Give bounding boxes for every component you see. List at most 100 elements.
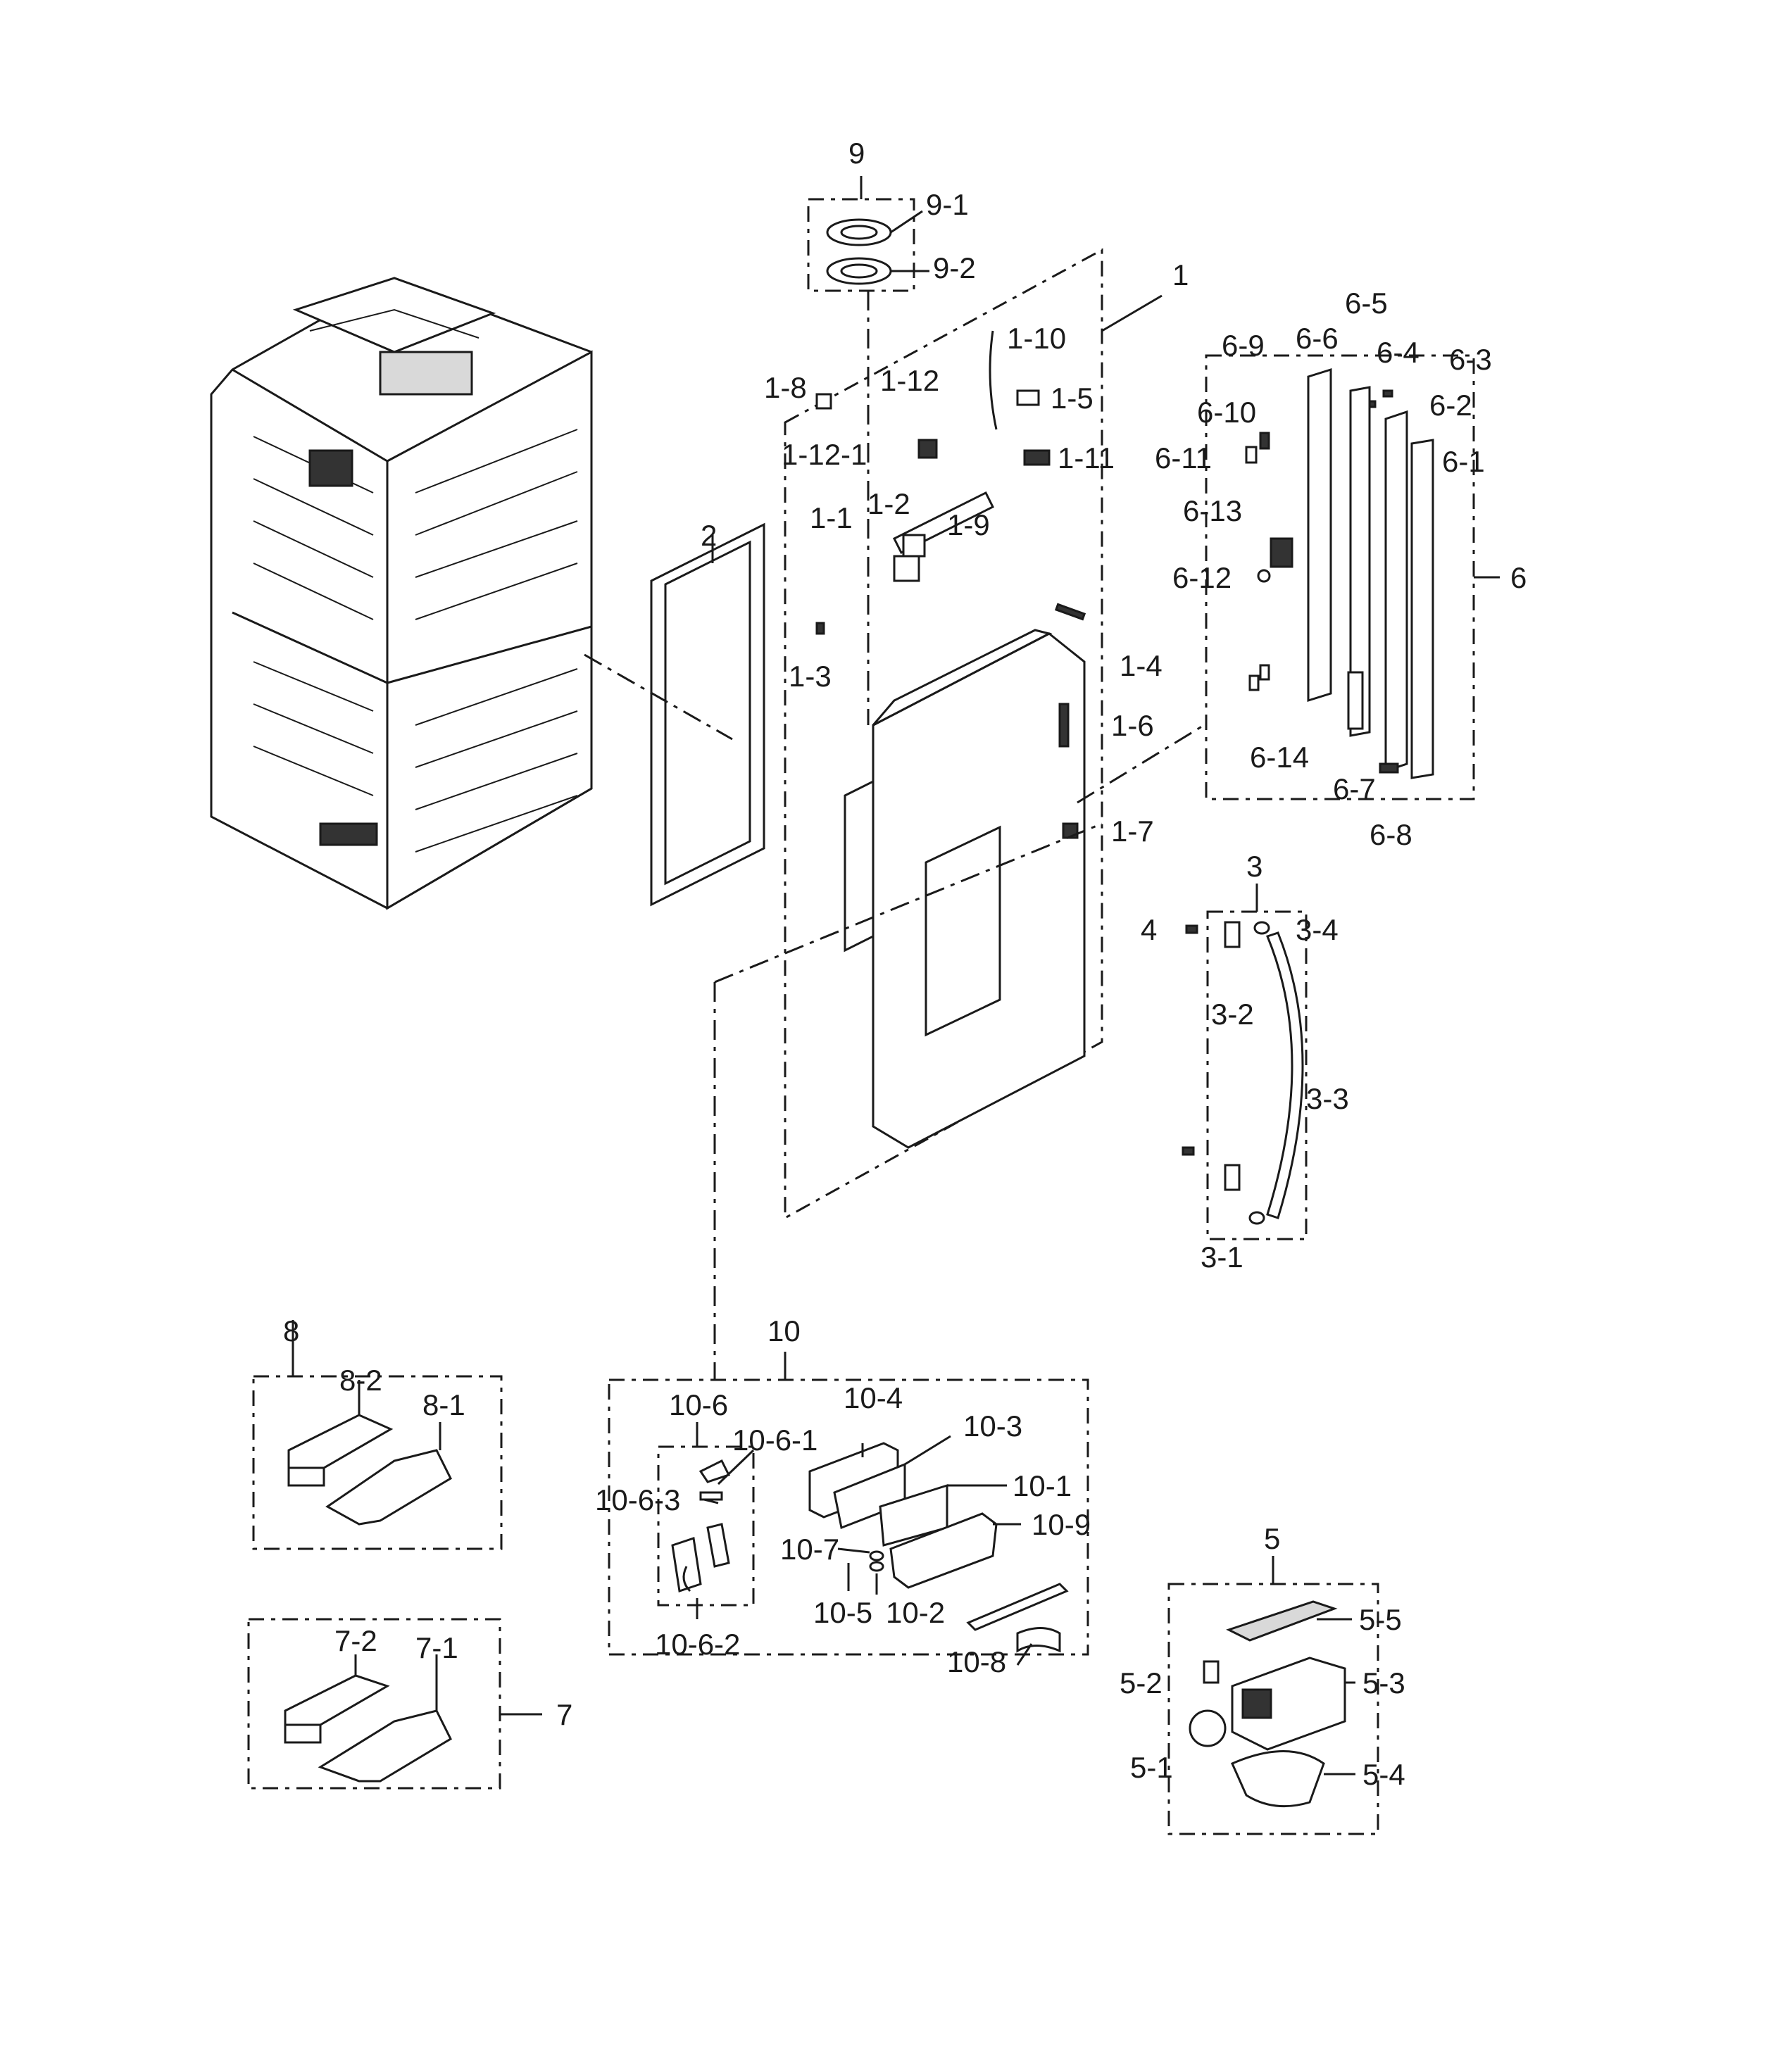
callout-7: 7 [556,1698,572,1731]
group-7-box [247,1618,501,1790]
part-5-2-part [1203,1660,1220,1684]
callout-10-7: 10-7 [780,1533,839,1566]
callout-6-7: 6-7 [1333,772,1376,805]
part-10-6-2-wire [682,1566,691,1592]
callout-3: 3 [1246,850,1262,883]
part-10-7-spring [869,1550,884,1561]
callout-5-3: 5-3 [1362,1666,1405,1699]
callout-1-12-1: 1-12-1 [782,438,867,471]
callout-3-2: 3-2 [1211,998,1254,1031]
callout-7-2: 7-2 [334,1624,377,1657]
callout-8: 8 [283,1314,299,1347]
group-10-6-box [657,1445,755,1607]
callout-1-9: 1-9 [947,508,990,541]
callout-5: 5 [1264,1522,1280,1555]
callout-10-1: 10-1 [1013,1469,1072,1502]
dispenser-panel [925,825,1001,1037]
part-6-12-part [1257,569,1271,583]
part-7-2-bin [284,1674,390,1726]
callout-1-10: 1-10 [1007,322,1066,355]
group-9-box [807,198,915,292]
part-1-5-part [1016,389,1040,406]
callout-10-8: 10-8 [947,1645,1006,1678]
callout-10-2: 10-2 [886,1596,945,1629]
callout-3-3: 3-3 [1306,1082,1349,1115]
part-5-5-part [1226,1600,1338,1642]
callout-1-8: 1-8 [764,371,807,404]
part-3-3-handle [1266,931,1304,1219]
part-6-1-strip [1410,439,1434,779]
part-1-10-wire [989,330,998,430]
part-5-4-bucket [1231,1750,1325,1808]
callout-10-3: 10-3 [963,1409,1022,1443]
callout-3-1: 3-1 [1201,1240,1243,1274]
part-6-6-rail [1349,386,1371,737]
callout-10-6-1: 10-6-1 [732,1424,817,1457]
callout-7-1: 7-1 [415,1631,458,1664]
callout-1-6: 1-6 [1111,709,1154,742]
callout-labels: 9 9-1 9-2 1 1-10 1-5 1-11 1-8 1-12 1-12-… [283,137,1527,1791]
callout-6-9: 6-9 [1222,329,1265,362]
callout-6-2: 6-2 [1429,389,1472,422]
part-4-screw [1185,924,1198,934]
callout-1: 1 [1172,258,1189,291]
callout-6-13: 6-13 [1183,494,1242,527]
callout-1-11: 1-11 [1058,441,1115,475]
part-10-8-clip [1016,1627,1061,1653]
callout-10-6-3: 10-6-3 [595,1483,680,1516]
part-6-7-part [1379,762,1399,774]
callout-10-9: 10-9 [1032,1508,1091,1541]
callout-6-8: 6-8 [1370,818,1412,851]
part-3-1-mount [1224,1164,1241,1191]
part-6-10-part [1259,432,1270,450]
callout-6-5: 6-5 [1345,287,1388,320]
part-3-2-mount [1224,921,1241,948]
part-8-1-bin [325,1449,452,1526]
part-10-9-tray [889,1512,998,1589]
callout-5-2: 5-2 [1120,1666,1163,1699]
callout-3-4: 3-4 [1296,913,1339,946]
part-1-6-hinge [1058,703,1070,748]
part-1-12-part [917,439,938,459]
callout-9-1: 9-1 [926,188,969,221]
part-1-1-part [893,555,920,582]
group-6-box [1205,354,1475,800]
part-5-3-housing [1231,1657,1346,1751]
part-1-11-part [1023,449,1051,466]
callout-5-1: 5-1 [1130,1751,1173,1784]
callout-8-2: 8-2 [339,1364,382,1397]
part-6-11-part [1245,446,1258,464]
part-10-2-spring [869,1561,884,1572]
callout-1-4: 1-4 [1120,649,1163,682]
part-10-6-3-part [699,1491,723,1501]
callout-9: 9 [848,137,865,170]
callout-1-2: 1-2 [867,487,910,520]
callout-6-1: 6-1 [1442,445,1485,478]
callout-8-1: 8-1 [422,1388,465,1421]
part-1-4-strip [1054,603,1086,621]
callout-1-12: 1-12 [880,364,939,397]
callout-1-7: 1-7 [1111,815,1154,848]
callout-6-14: 6-14 [1250,741,1309,774]
callout-10: 10 [767,1314,801,1347]
part-10-8-strip [966,1583,1069,1631]
callout-4: 4 [1141,913,1157,946]
callout-5-5: 5-5 [1359,1603,1402,1636]
callout-6: 6 [1510,561,1527,594]
callout-2: 2 [701,519,717,552]
callout-1-5: 1-5 [1051,382,1094,415]
callout-6-4: 6-4 [1377,336,1420,369]
callout-5-4: 5-4 [1362,1758,1405,1791]
part-1-3-part [815,622,825,635]
callout-9-2: 9-2 [933,251,976,284]
callout-1-3: 1-3 [789,660,832,693]
part-1-2-part [902,534,926,558]
callout-10-5: 10-5 [813,1596,872,1629]
part-7-1-bin [318,1709,452,1783]
callout-6-12: 6-12 [1172,561,1232,594]
callout-10-4: 10-4 [844,1381,903,1414]
part-8-2-bin [287,1414,394,1469]
part-10-6-housing [671,1537,702,1592]
part-5-1-motor [1189,1709,1227,1747]
